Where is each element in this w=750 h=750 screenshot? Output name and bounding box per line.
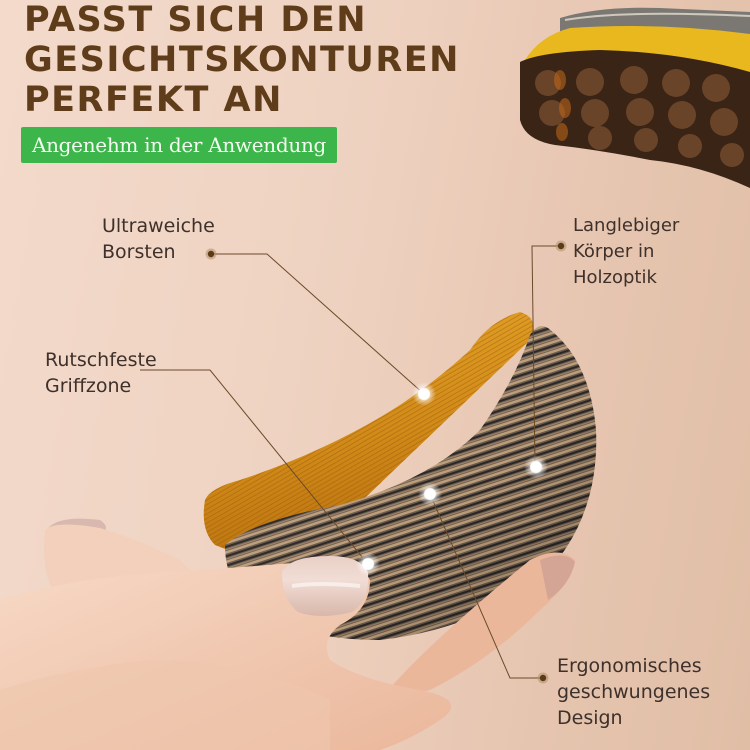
title-line-2: GESICHTSKONTUREN	[24, 40, 460, 80]
hotspot-markers	[356, 382, 548, 576]
hand-image	[0, 518, 575, 750]
brush-closeup-image	[520, 7, 750, 188]
callout-design-line-2: geschwungenes	[557, 681, 711, 703]
hotspot-grip	[356, 552, 380, 576]
callout-bristles-line-1: Ultraweiche	[102, 215, 215, 237]
label-dots	[205, 240, 567, 684]
callout-bristles-line-2: Borsten	[102, 241, 176, 263]
title-line-1: PASST SICH DEN	[24, 0, 368, 40]
callout-design-line-1: Ergonomisches	[557, 655, 702, 677]
callout-design-line-3: Design	[557, 707, 623, 729]
callout-grip-line-1: Rutschfeste	[45, 349, 157, 371]
hotspot-design	[418, 482, 442, 506]
leader-line-design	[429, 493, 543, 679]
callout-bristles: Ultraweiche Borsten	[102, 213, 215, 265]
title-line-3: PERFEKT AN	[24, 80, 283, 120]
callout-body-line-1: Langlebiger	[573, 215, 680, 236]
page-title: PASST SICH DEN GESICHTSKONTUREN PERFEKT …	[24, 0, 460, 120]
hotspot-bristles	[412, 382, 436, 406]
callout-design: Ergonomisches geschwungenes Design	[557, 653, 710, 731]
leader-lines	[140, 245, 561, 679]
callout-body-line-2: Körper in	[573, 241, 655, 262]
feature-badge: Angenehm in der Anwendung	[21, 127, 337, 163]
leader-line-bristles	[211, 253, 425, 395]
leader-line-grip	[140, 369, 368, 564]
callout-grip: Rutschfeste Griffzone	[45, 347, 157, 399]
hotspot-body	[524, 455, 548, 479]
callout-body: Langlebiger Körper in Holzoptik	[573, 213, 679, 291]
callout-body-line-3: Holzoptik	[573, 267, 657, 288]
leader-line-body	[531, 245, 561, 467]
callout-grip-line-2: Griffzone	[45, 375, 132, 397]
